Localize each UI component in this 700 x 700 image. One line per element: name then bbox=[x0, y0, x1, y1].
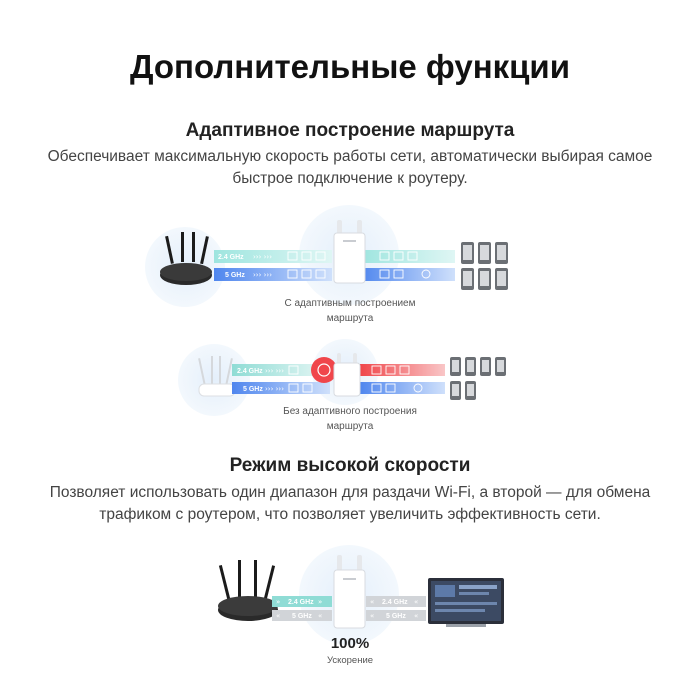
band-label-24-left: 2.4 GHz bbox=[288, 599, 314, 606]
section-description-high-speed: Позволяет использовать один диапазон для… bbox=[49, 484, 651, 523]
phone-grid-icons bbox=[461, 242, 508, 290]
svg-text:»: » bbox=[276, 598, 280, 606]
diagram-with-adaptive-routing: 2.4 GHz 5 GHz ››› ››› ››› ››› bbox=[145, 205, 508, 307]
extender-icon bbox=[333, 353, 361, 397]
section-description-adaptive-route: Обеспечивает максимальную скорость работ… bbox=[47, 148, 653, 187]
svg-text:«: « bbox=[414, 598, 418, 606]
extender-icon bbox=[333, 555, 366, 629]
band-label-24-top: 2.4 GHz bbox=[218, 254, 244, 261]
phone-grid-icons bbox=[450, 357, 506, 400]
chevrons-icon: ››› ››› bbox=[253, 271, 272, 279]
block-icon bbox=[317, 363, 331, 377]
page-title: Дополнительные функции bbox=[129, 48, 571, 85]
router-black-icon bbox=[160, 232, 212, 285]
band-label-24-bottom: 2.4 GHz bbox=[237, 368, 263, 375]
speedup-label: Ускорение bbox=[326, 655, 374, 666]
band-label-5-right: 5 GHz bbox=[386, 613, 406, 620]
band-label-5-left: 5 GHz bbox=[292, 613, 312, 620]
extender-icon bbox=[333, 220, 366, 284]
svg-text:«: « bbox=[276, 612, 280, 620]
svg-text:››› ›››: ››› ››› bbox=[265, 367, 284, 375]
caption-without-adaptive-routing: Без адаптивного построения маршрута bbox=[283, 406, 417, 432]
svg-text:«: « bbox=[414, 612, 418, 620]
svg-text:››› ›››: ››› ››› bbox=[265, 385, 284, 393]
diagram-without-adaptive-routing: 2.4 GHz 5 GHz ››› ››› ››› ››› bbox=[178, 339, 506, 416]
speedup-value: 100% bbox=[330, 635, 370, 652]
band-label-5-bottom: 5 GHz bbox=[243, 386, 263, 393]
diagram-high-speed-mode: » 2.4 GHz » « 5 GHz « « 2.4 GHz « « 5 GH… bbox=[218, 545, 504, 645]
band-label-24-right: 2.4 GHz bbox=[382, 599, 408, 606]
svg-text:»: » bbox=[318, 598, 322, 606]
svg-text:«: « bbox=[370, 598, 374, 606]
router-white-icon bbox=[198, 356, 236, 397]
svg-text:«: « bbox=[370, 612, 374, 620]
traffic-icons bbox=[288, 365, 423, 393]
svg-text:«: « bbox=[318, 612, 322, 620]
chevrons-icon: ››› ››› bbox=[253, 253, 272, 261]
section-heading-adaptive-route: Адаптивное построение маршрута bbox=[185, 120, 515, 141]
band-label-5-top: 5 GHz bbox=[225, 272, 245, 279]
traffic-icons bbox=[287, 251, 431, 279]
caption-with-adaptive-routing: С адаптивным построением маршрута bbox=[284, 298, 416, 324]
router-black-icon bbox=[218, 560, 278, 621]
section-heading-high-speed: Режим высокой скорости bbox=[229, 455, 471, 476]
tv-icon bbox=[428, 578, 504, 627]
